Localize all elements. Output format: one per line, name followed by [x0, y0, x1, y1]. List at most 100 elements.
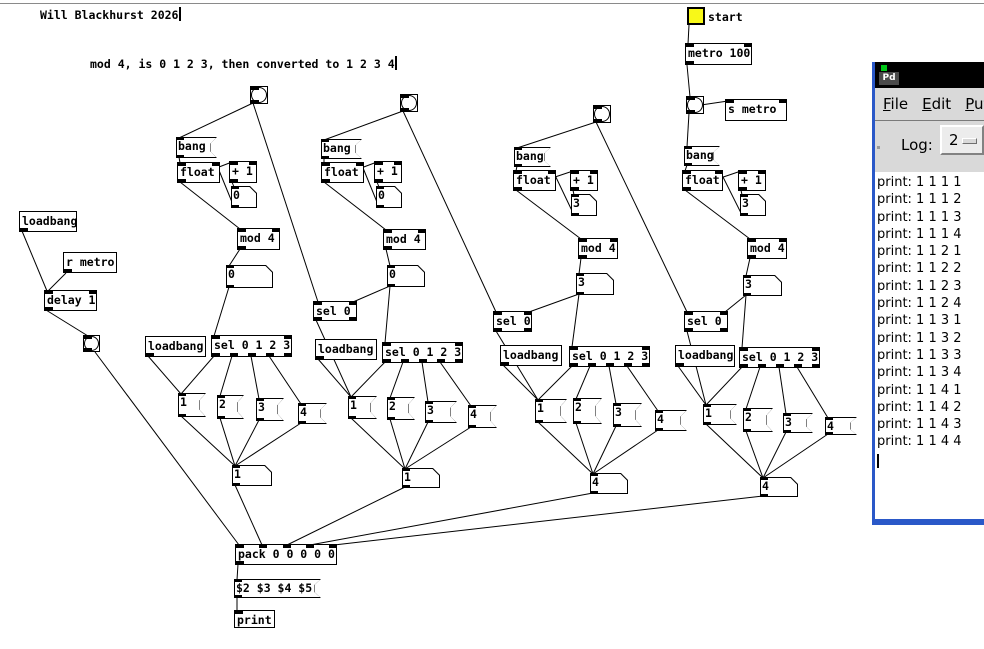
- outlet-nub[interactable]: [743, 429, 751, 432]
- outlet-nub[interactable]: [776, 364, 784, 367]
- outlet-nub[interactable]: [494, 328, 502, 331]
- message-bang-col3[interactable]: bang: [514, 147, 551, 167]
- inlet-nub[interactable]: [256, 398, 264, 401]
- inlet-nub[interactable]: [249, 162, 257, 165]
- outlet-nub[interactable]: [234, 595, 242, 598]
- outlet-nub[interactable]: [45, 307, 53, 310]
- outlet-nub[interactable]: [146, 353, 154, 356]
- inlet-nub[interactable]: [272, 229, 280, 232]
- inlet-nub[interactable]: [387, 265, 395, 268]
- outlet-nub[interactable]: [740, 364, 748, 367]
- inlet-nub[interactable]: [590, 473, 598, 476]
- message-1-col4[interactable]: 1: [703, 404, 737, 425]
- outlet-nub[interactable]: [655, 428, 663, 431]
- object-plus-1-col2[interactable]: + 1: [374, 161, 402, 183]
- inlet-nub[interactable]: [571, 194, 579, 197]
- inlet-nub[interactable]: [84, 336, 92, 339]
- outlet-nub[interactable]: [232, 483, 240, 486]
- inlet-nub[interactable]: [251, 87, 259, 90]
- outlet-nub[interactable]: [401, 108, 409, 111]
- outlet-nub[interactable]: [20, 228, 28, 231]
- outlet-nub[interactable]: [375, 179, 383, 182]
- message-3-col2[interactable]: 3: [425, 401, 457, 423]
- outlet-nub[interactable]: [683, 187, 691, 190]
- outlet-nub[interactable]: [383, 359, 391, 362]
- outlet-nub[interactable]: [684, 163, 692, 166]
- inlet-nub[interactable]: [376, 186, 384, 189]
- number-mod-col2[interactable]: 0: [387, 265, 425, 287]
- object-loadbang-left[interactable]: loadbang: [19, 211, 77, 232]
- number-counter-col4[interactable]: 3: [740, 194, 766, 216]
- object-mod-4-col1[interactable]: mod 4: [237, 228, 280, 250]
- object-loadbang-col3[interactable]: loadbang: [500, 345, 562, 366]
- menu-file[interactable]: File: [883, 95, 909, 113]
- inlet-nub[interactable]: [579, 239, 587, 242]
- message-1-col3[interactable]: 1: [535, 399, 567, 423]
- message-4-col3[interactable]: 4: [655, 410, 687, 431]
- outlet-nub[interactable]: [501, 362, 509, 365]
- inlet-nub[interactable]: [812, 348, 820, 351]
- inlet-nub[interactable]: [230, 162, 238, 165]
- inlet-nub[interactable]: [683, 171, 691, 174]
- inlet-nub[interactable]: [356, 163, 364, 166]
- outlet-nub[interactable]: [256, 418, 264, 421]
- inlet-nub[interactable]: [740, 348, 748, 351]
- outlet-nub[interactable]: [760, 494, 768, 497]
- outlet-nub[interactable]: [402, 485, 410, 488]
- bang-left[interactable]: [83, 335, 100, 352]
- message-bang-col2[interactable]: bang: [321, 139, 362, 159]
- inlet-nub[interactable]: [494, 312, 502, 315]
- number-digit-col2[interactable]: 1: [402, 468, 440, 488]
- inlet-nub[interactable]: [468, 405, 476, 408]
- inlet-nub[interactable]: [726, 100, 734, 103]
- inlet-nub[interactable]: [387, 397, 395, 400]
- message-3-col3[interactable]: 3: [613, 403, 642, 427]
- object-sel-0-a[interactable]: sel 0: [313, 301, 357, 321]
- outlet-nub[interactable]: [606, 363, 614, 366]
- bang-col2[interactable]: [400, 94, 418, 112]
- inlet-nub[interactable]: [514, 147, 522, 150]
- outlet-nub[interactable]: [590, 491, 598, 494]
- inlet-nub[interactable]: [740, 194, 748, 197]
- outlet-nub[interactable]: [321, 156, 329, 159]
- outlet-nub[interactable]: [579, 255, 587, 258]
- inlet-nub[interactable]: [743, 408, 751, 411]
- outlet-nub[interactable]: [349, 317, 357, 320]
- inlet-nub[interactable]: [686, 44, 694, 47]
- inlet-nub[interactable]: [576, 273, 584, 276]
- inlet-nub[interactable]: [384, 230, 392, 233]
- outlet-nub[interactable]: [178, 179, 186, 182]
- outlet-nub[interactable]: [794, 364, 802, 367]
- inlet-nub[interactable]: [89, 291, 97, 294]
- outlet-nub[interactable]: [825, 432, 833, 435]
- outlet-nub[interactable]: [251, 100, 259, 103]
- object-s-metro[interactable]: s metro: [725, 99, 787, 121]
- inlet-nub[interactable]: [573, 398, 581, 401]
- inlet-nub[interactable]: [305, 545, 314, 548]
- inlet-nub[interactable]: [45, 291, 53, 294]
- inlet-nub[interactable]: [715, 171, 723, 174]
- object-loadbang-col1[interactable]: loadbang: [145, 336, 206, 357]
- inlet-nub[interactable]: [590, 171, 598, 174]
- outlet-nub[interactable]: [573, 421, 581, 424]
- message-bang-col4[interactable]: bang: [684, 146, 720, 166]
- message-dollars[interactable]: $2 $3 $4 $5: [234, 579, 321, 598]
- number-digit-col4[interactable]: 4: [760, 477, 798, 497]
- message-bang-col1[interactable]: bang: [176, 137, 217, 158]
- inlet-nub[interactable]: [418, 230, 426, 233]
- number-mod-col1[interactable]: 0: [226, 265, 273, 288]
- outlet-nub[interactable]: [535, 420, 543, 423]
- inlet-nub[interactable]: [748, 239, 756, 242]
- outlet-nub[interactable]: [720, 328, 728, 331]
- inlet-nub[interactable]: [739, 171, 747, 174]
- outlet-nub[interactable]: [64, 269, 72, 272]
- inlet-nub[interactable]: [349, 302, 357, 305]
- outlet-nub[interactable]: [314, 317, 322, 320]
- inlet-nub[interactable]: [236, 545, 244, 548]
- message-1-col2[interactable]: 1: [348, 396, 377, 419]
- inlet-nub[interactable]: [783, 413, 791, 416]
- object-sel0123-col3[interactable]: sel 0 1 2 3: [569, 346, 650, 367]
- inlet-nub[interactable]: [684, 146, 692, 149]
- outlet-nub[interactable]: [316, 356, 324, 359]
